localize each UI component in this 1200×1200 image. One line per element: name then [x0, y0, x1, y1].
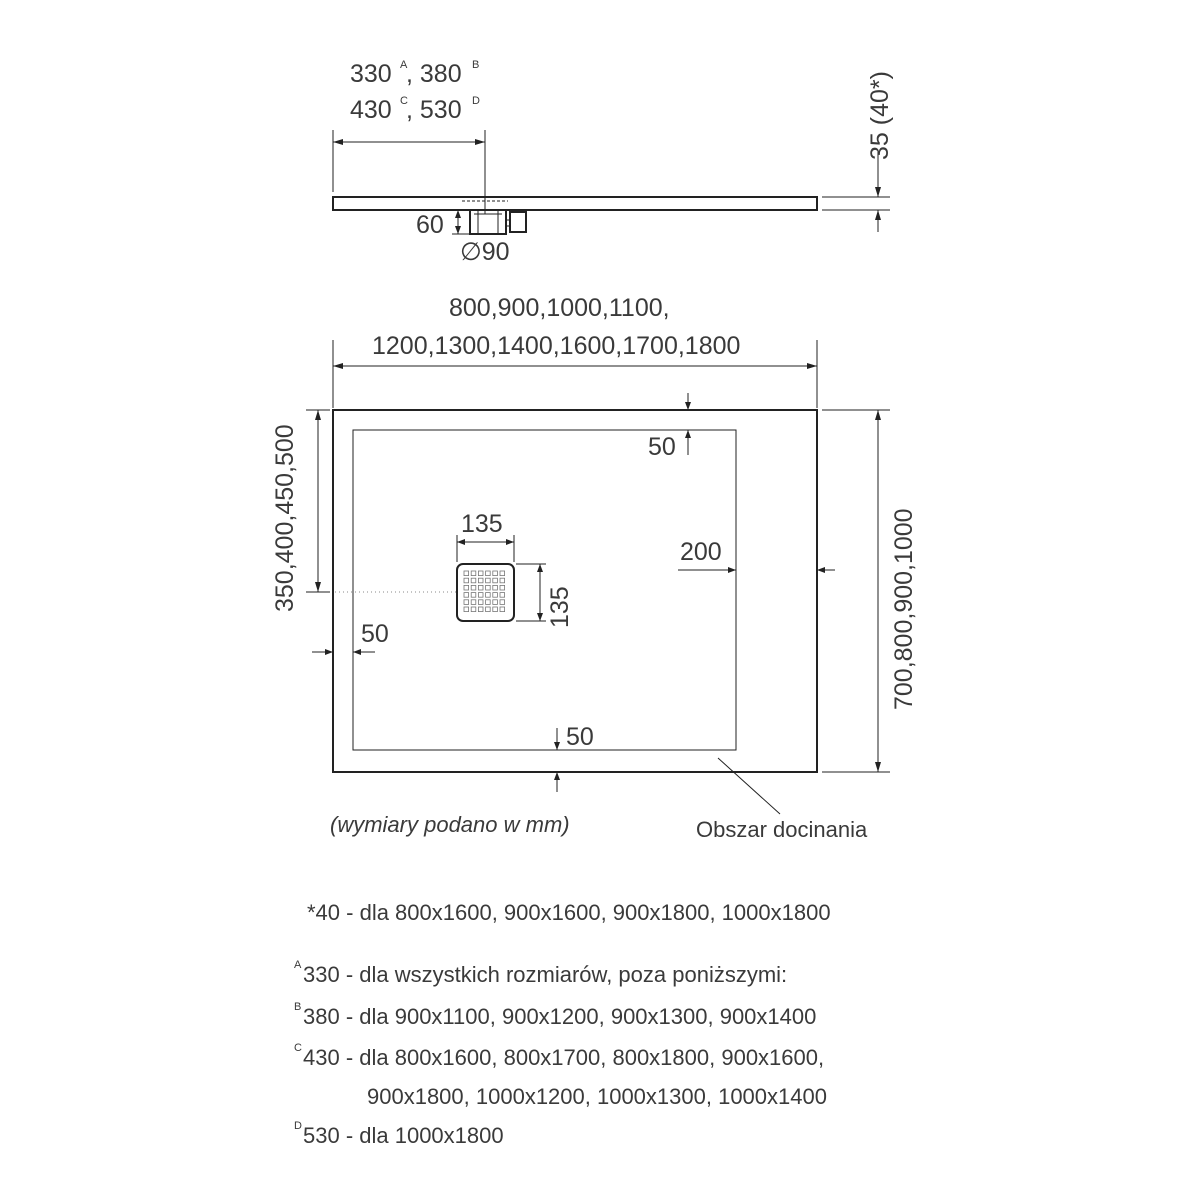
note-b-sup: B: [294, 1001, 301, 1013]
grate-hole: [485, 606, 491, 612]
grate-hole: [485, 570, 491, 576]
units-note: (wymiary podano w mm): [330, 812, 570, 837]
drain-position-label: 350,400,450,500: [271, 424, 299, 612]
grate-hole: [477, 599, 484, 605]
grate-hole: [470, 577, 477, 584]
grate-hole: [499, 577, 505, 584]
siphon-height-label: 60: [416, 211, 444, 239]
grate-hole: [470, 599, 477, 605]
margin-top-label: 50: [648, 433, 676, 461]
siphon-diameter-label: ∅90: [460, 238, 510, 266]
grate-hole: [492, 592, 498, 598]
drain-offset-line2-d-sup: D: [472, 95, 480, 107]
grate-hole: [463, 570, 469, 576]
notes: *40 - dla 800x1600, 900x1600, 900x1800, …: [294, 900, 831, 1148]
side-view: 330 A , 380 B 430 C , 530 D 35 (40*) 60 …: [332, 59, 894, 266]
drain-offset-line1-a-sup: A: [400, 59, 408, 71]
grate-hole: [463, 592, 469, 598]
tray-outline: [332, 409, 818, 773]
siphon: [469, 209, 527, 235]
grate-hole: [477, 606, 484, 612]
drain-offset-line1-a: 330: [350, 60, 392, 88]
drain-offset-line1-b-sup: B: [472, 59, 479, 71]
grate-hole: [485, 592, 491, 598]
tray-inner-area: [352, 429, 737, 751]
grate-hole: [492, 585, 498, 591]
note-d-sup: D: [294, 1120, 302, 1132]
note-a: 330 - dla wszystkich rozmiarów, poza pon…: [303, 962, 787, 987]
width-label-line2: 1200,1300,1400,1600,1700,1800: [372, 332, 740, 360]
note-b: 380 - dla 900x1100, 900x1200, 900x1300, …: [303, 1004, 816, 1029]
grate-hole: [463, 606, 469, 612]
grate-hole: [492, 570, 498, 576]
margin-left-label: 50: [361, 620, 389, 648]
note-c-line1: 430 - dla 800x1600, 800x1700, 800x1800, …: [303, 1045, 824, 1070]
grate-hole: [492, 606, 498, 612]
grate-height-label: 135: [546, 586, 574, 628]
grate-hole: [499, 570, 505, 576]
cut-area-label: Obszar docinania: [696, 817, 868, 842]
grate-hole: [485, 585, 491, 591]
grate-hole: [477, 577, 484, 584]
note-star: *40 - dla 800x1600, 900x1600, 900x1800, …: [307, 900, 831, 925]
grate-hole: [470, 592, 477, 598]
margin-bottom-label: 50: [566, 723, 594, 751]
grate-hole: [470, 606, 477, 612]
note-c-sup: C: [294, 1042, 302, 1054]
grate-hole: [499, 606, 505, 612]
tray-profile: [332, 196, 818, 211]
drain-offset-line2-d: , 530: [406, 96, 462, 124]
drain-offset-line1-b: , 380: [406, 60, 462, 88]
grate-hole: [492, 577, 498, 584]
grate-hole: [470, 570, 477, 576]
grate-hole: [492, 599, 498, 605]
depth-label: 700,800,900,1000: [890, 508, 918, 710]
tray-height-label: 35 (40*): [866, 71, 894, 160]
drain-offset-line2-c: 430: [350, 96, 392, 124]
grate-hole: [463, 599, 469, 605]
grate-hole: [470, 585, 477, 591]
grate-hole: [499, 599, 505, 605]
grate-hole: [485, 577, 491, 584]
grate-hole: [463, 577, 469, 584]
grate-hole: [477, 585, 484, 591]
grate-width-label: 135: [461, 510, 503, 538]
drain-offset-line2-c-sup: C: [400, 95, 408, 107]
top-view: 800,900,1000,1100, 1200,1300,1400,1600,1…: [271, 294, 918, 842]
margin-right-label: 200: [680, 538, 722, 566]
grate-hole: [477, 592, 484, 598]
grate-hole: [499, 585, 505, 591]
width-label-line1: 800,900,1000,1100,: [449, 294, 670, 322]
grate-hole: [499, 592, 505, 598]
grate-hole: [463, 585, 469, 591]
note-c-line2: 900x1800, 1000x1200, 1000x1300, 1000x140…: [367, 1084, 827, 1109]
note-a-sup: A: [294, 959, 302, 971]
note-d: 530 - dla 1000x1800: [303, 1123, 504, 1148]
drain-grate: [456, 563, 515, 622]
grate-hole: [485, 599, 491, 605]
grate-hole: [477, 570, 484, 576]
